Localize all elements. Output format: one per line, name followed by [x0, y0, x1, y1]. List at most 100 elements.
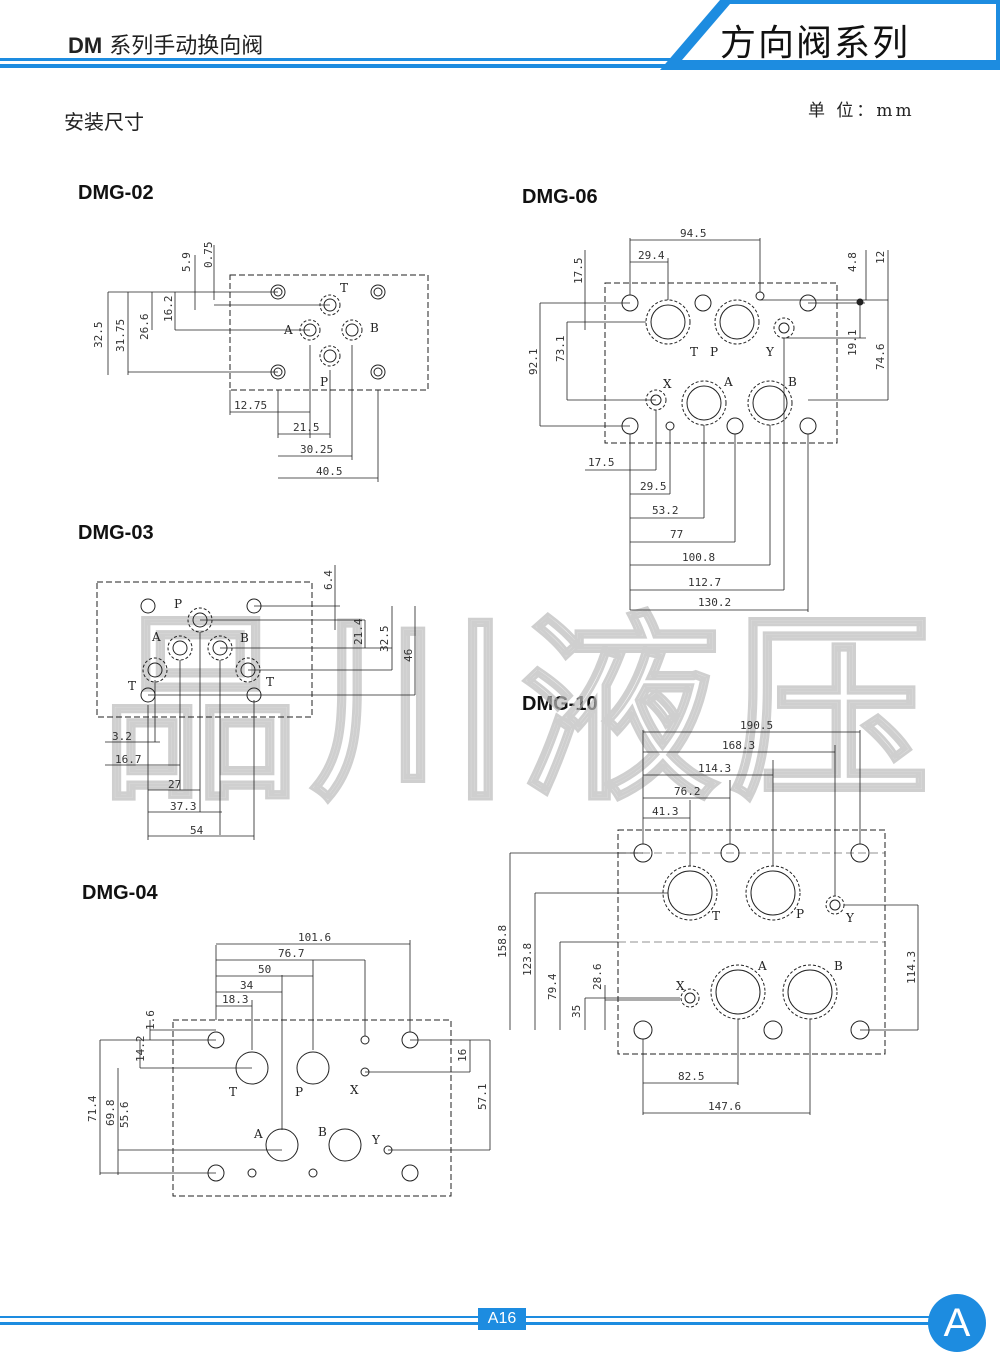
- dim: 158.8: [496, 925, 509, 958]
- dim: 92.1: [527, 349, 540, 376]
- series-title: 系列手动换向阀: [109, 34, 264, 59]
- watermark-text: 品川液压: [100, 595, 940, 828]
- dim: 30.25: [300, 443, 333, 456]
- dim: 40.5: [316, 465, 343, 478]
- model-dmg-06: DMG-06: [522, 186, 598, 208]
- port-label: X: [663, 377, 672, 391]
- section-title: 安装尺寸: [64, 110, 144, 134]
- port-label: B: [318, 1125, 327, 1139]
- dim: 19.1: [846, 330, 859, 357]
- model-dmg-02: DMG-02: [78, 182, 154, 204]
- drawing-dmg-04: [99, 940, 491, 1197]
- dim: 35: [570, 1005, 583, 1018]
- dim: 114.3: [698, 762, 731, 775]
- dims-dmg-03: 6.4 21.4 32.5 46 3.2 16.7 27 37.3 54 P A…: [112, 570, 415, 837]
- port-label: P: [320, 375, 328, 389]
- dim: 100.8: [682, 551, 715, 564]
- dim: 17.5: [588, 456, 615, 469]
- port-label: T: [128, 679, 136, 693]
- dim: 168.3: [722, 739, 755, 752]
- dim: 41.3: [652, 805, 679, 818]
- dim: 16.2: [162, 296, 175, 323]
- dim: 21.5: [293, 421, 320, 434]
- dim: 46: [402, 649, 415, 662]
- dim: 130.2: [698, 596, 731, 609]
- dim: 76.7: [278, 947, 305, 960]
- port-label: A: [253, 1127, 263, 1141]
- dim: 32.5: [92, 322, 105, 349]
- port-label: T: [340, 281, 348, 295]
- page-number: A16: [478, 1308, 526, 1330]
- dim: 0.75: [202, 242, 215, 269]
- port-label: P: [174, 597, 182, 611]
- dim: 27: [168, 778, 181, 791]
- dim: 28.6: [591, 964, 604, 991]
- dim: 55.6: [118, 1102, 131, 1129]
- port-label: P: [710, 345, 718, 359]
- dim: 18.3: [222, 993, 249, 1006]
- tab-title: 方向阀系列: [720, 23, 911, 64]
- port-label: B: [240, 631, 249, 645]
- port-label: B: [834, 959, 843, 973]
- dims-dmg-06: 94.5 29.4 17.5 92.1 73.1 4.8 12 19.1 74.…: [527, 227, 887, 609]
- dim: 147.6: [708, 1100, 741, 1113]
- dim: 12: [874, 251, 887, 264]
- dim: 53.2: [652, 504, 679, 517]
- dim: 94.5: [680, 227, 707, 240]
- dim: 31.75: [114, 319, 127, 352]
- dim: 71.4: [86, 1095, 99, 1122]
- port-label: P: [796, 907, 804, 921]
- dim: 37.3: [170, 800, 197, 813]
- port-label: T: [712, 909, 720, 923]
- dim: 29.5: [640, 480, 667, 493]
- dim: 76.2: [674, 785, 701, 798]
- port-label: B: [370, 321, 379, 335]
- dim: 29.4: [638, 249, 665, 262]
- series-prefix: DM: [68, 33, 103, 58]
- dim: 16.7: [115, 753, 142, 766]
- dim: 5.9: [180, 252, 193, 272]
- header-title: DM 系列手动换向阀: [68, 28, 263, 60]
- port-label: Y: [845, 911, 855, 925]
- dim: 73.1: [554, 336, 567, 363]
- port-label: Y: [371, 1133, 381, 1147]
- port-label: A: [283, 323, 293, 337]
- port-label: T: [690, 345, 698, 359]
- drawing-dmg-03: [96, 565, 416, 840]
- drawing-dmg-10: [509, 730, 919, 1115]
- port-label: X: [350, 1083, 359, 1097]
- dim: 6.4: [322, 570, 335, 590]
- dim: 190.5: [740, 719, 773, 732]
- dim: 69.8: [104, 1100, 117, 1127]
- dim: 14.2: [134, 1036, 147, 1063]
- port-label: Y: [765, 345, 775, 359]
- unit-label: 单 位：mm: [808, 101, 915, 121]
- dims-dmg-10: 190.5 168.3 114.3 76.2 41.3 158.8 123.8 …: [496, 719, 918, 1113]
- dims-dmg-04: 101.6 76.7 50 34 18.3 1.6 14.2 55.6 69.8…: [86, 931, 489, 1147]
- dim: 34: [240, 979, 254, 992]
- drawing-dmg-02: [107, 245, 429, 482]
- dim: 3.2: [112, 730, 132, 743]
- port-label: A: [723, 375, 733, 389]
- port-label: T: [266, 675, 274, 689]
- model-dmg-10: DMG-10: [522, 693, 598, 715]
- port-label: T: [229, 1085, 237, 1099]
- dim: 17.5: [572, 258, 585, 285]
- port-label: X: [676, 979, 685, 993]
- dim: 50: [258, 963, 271, 976]
- port-label: A: [151, 630, 161, 644]
- dim: 123.8: [521, 943, 534, 976]
- footer-rule: [0, 1316, 930, 1325]
- dim: 54: [190, 824, 204, 837]
- drawing-dmg-06: [539, 238, 889, 612]
- header-rule: [0, 58, 700, 68]
- dim: 79.4: [546, 973, 559, 1000]
- dim: 77: [670, 528, 683, 541]
- model-dmg-04: DMG-04: [82, 882, 158, 904]
- port-label: A: [757, 959, 767, 973]
- dims-dmg-02: 5.9 0.75 32.5 31.75 26.6 16.2 12.75 21.5…: [92, 242, 379, 479]
- model-dmg-03: DMG-03: [78, 522, 154, 544]
- dim: 112.7: [688, 576, 721, 589]
- dim: 1.6: [144, 1010, 157, 1030]
